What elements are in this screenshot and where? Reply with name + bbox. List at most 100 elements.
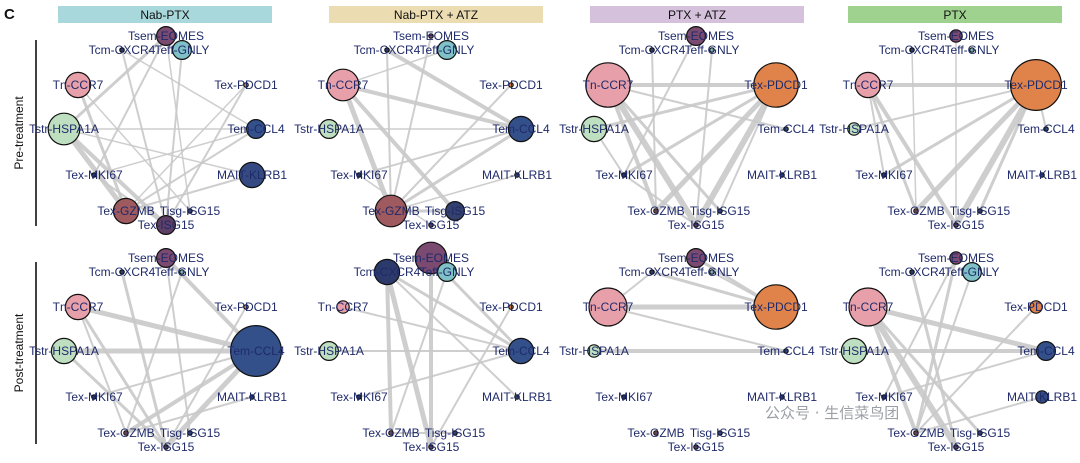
edge-line xyxy=(386,271,518,398)
edge-line xyxy=(165,35,191,212)
network-node: Tsem-EOMES xyxy=(393,29,469,43)
edge-line xyxy=(358,128,522,176)
edge-line xyxy=(865,304,959,450)
column-header-label: Nab-PTX + ATZ xyxy=(394,8,478,22)
edge-line xyxy=(695,49,713,226)
edge-line xyxy=(76,83,128,213)
column-header-bar xyxy=(329,6,543,23)
node-label: Tstr-HSPA1A xyxy=(294,122,364,136)
network-node: MAIT-KLRB1 xyxy=(747,390,817,404)
network-node: Tisg-ISG15 xyxy=(160,426,221,440)
network-node: Tcm-CXCR4 xyxy=(619,43,686,57)
edge-line xyxy=(622,83,778,177)
node-label: Tex-GZMB xyxy=(97,204,154,218)
node-circle xyxy=(913,208,919,214)
node-label: MAIT-KLRB1 xyxy=(482,390,552,404)
edge-line xyxy=(653,82,779,214)
network-node: MAIT-KLRB1 xyxy=(217,161,287,189)
edge-line xyxy=(866,305,918,435)
edge-line xyxy=(605,82,699,228)
edge-line xyxy=(866,83,918,213)
node-circle xyxy=(1029,300,1043,314)
node-label: Tcm-CXCR4 xyxy=(619,43,686,57)
node-circle xyxy=(112,197,140,225)
column-header: Nab-PTX + ATZ xyxy=(329,6,543,23)
edge-line xyxy=(93,128,257,176)
edge-line xyxy=(853,84,1037,130)
network-node: Tem-CCL4 xyxy=(1017,122,1075,136)
network-node: Teff-GNLY xyxy=(945,262,999,283)
network-node: Teff-GNLY xyxy=(420,39,474,60)
node-label: Tex-ISG15 xyxy=(138,218,195,232)
network-node: Tex-MKI67 xyxy=(65,168,123,182)
node-circle xyxy=(585,62,631,108)
node-label: Tex-GZMB xyxy=(627,426,684,440)
node-circle xyxy=(909,47,915,53)
network-node: Tsem-EOMES xyxy=(128,26,204,46)
edge-line xyxy=(606,83,722,213)
edge-line xyxy=(120,270,168,449)
node-label: Tn-CCR7 xyxy=(318,300,369,314)
node-label: Tsem-EOMES xyxy=(128,29,204,43)
edge-line xyxy=(76,305,168,449)
node-circle xyxy=(230,325,283,378)
edge-line xyxy=(953,82,1039,228)
node-label: Tem-CCL4 xyxy=(757,344,815,358)
network-node: Tex-MKI67 xyxy=(65,390,123,404)
network-node: Tex-MKI67 xyxy=(595,390,653,404)
node-label: Tem-CCL4 xyxy=(227,122,285,136)
node-label: Tsem-EOMES xyxy=(658,251,734,265)
edge-line xyxy=(125,84,247,212)
column-header-label: PTX xyxy=(943,8,966,22)
node-circle xyxy=(326,68,360,102)
watermark: 公众号 · 生信菜鸟团 xyxy=(765,404,899,422)
network-node: Tex-GZMB xyxy=(97,426,154,440)
edge-line xyxy=(915,271,973,434)
node-circle xyxy=(428,33,434,39)
node-label: Teff-GNLY xyxy=(685,265,740,279)
network-node: Tisg-ISG15 xyxy=(425,426,486,440)
edge-layer xyxy=(61,34,257,227)
node-circle xyxy=(243,304,249,310)
node-label: Tex-GZMB xyxy=(627,204,684,218)
node-label: Tex-GZMB xyxy=(887,204,944,218)
edge-line xyxy=(342,306,522,352)
network-node: Tex-ISG15 xyxy=(668,440,725,454)
edge-line xyxy=(63,128,253,176)
node-label: Tex-GZMB xyxy=(362,426,419,440)
node-label: Tisg-ISG15 xyxy=(160,204,221,218)
node-circle xyxy=(969,47,975,53)
node-circle xyxy=(414,241,448,275)
edge-line xyxy=(386,49,392,212)
node-circle xyxy=(881,172,887,178)
network-node: Tsem-EOMES xyxy=(658,26,734,46)
edge-line xyxy=(623,35,697,176)
edge-line xyxy=(390,174,518,212)
node-label: Tex-GZMB xyxy=(887,426,944,440)
network-node: Tex-MKI67 xyxy=(855,168,913,182)
node-circle xyxy=(779,172,785,178)
node-circle xyxy=(172,39,193,60)
edge-line xyxy=(61,126,129,214)
node-circle xyxy=(356,172,362,178)
edge-line xyxy=(911,49,917,212)
node-circle xyxy=(123,430,129,436)
node-circle xyxy=(156,26,177,46)
node-circle xyxy=(977,208,983,214)
network-node: Tex-MKI67 xyxy=(330,390,388,404)
edge-line xyxy=(75,304,259,354)
node-circle xyxy=(753,284,799,330)
node-label: Tsem-EOMES xyxy=(393,251,469,265)
network-node: Tn-CCR7 xyxy=(583,287,634,327)
node-label: Tn-CCR7 xyxy=(583,300,634,314)
edge-line xyxy=(865,304,1049,354)
network-node: Tisg-ISG15 xyxy=(160,204,221,218)
network-node: Teff-GNLY xyxy=(155,265,210,279)
node-label: Tn-CCR7 xyxy=(318,78,369,92)
network-node: Tex-PDCD1 xyxy=(214,300,278,314)
node-circle xyxy=(249,394,255,400)
node-label: Tem-CCL4 xyxy=(1017,344,1075,358)
node-circle xyxy=(452,430,458,436)
